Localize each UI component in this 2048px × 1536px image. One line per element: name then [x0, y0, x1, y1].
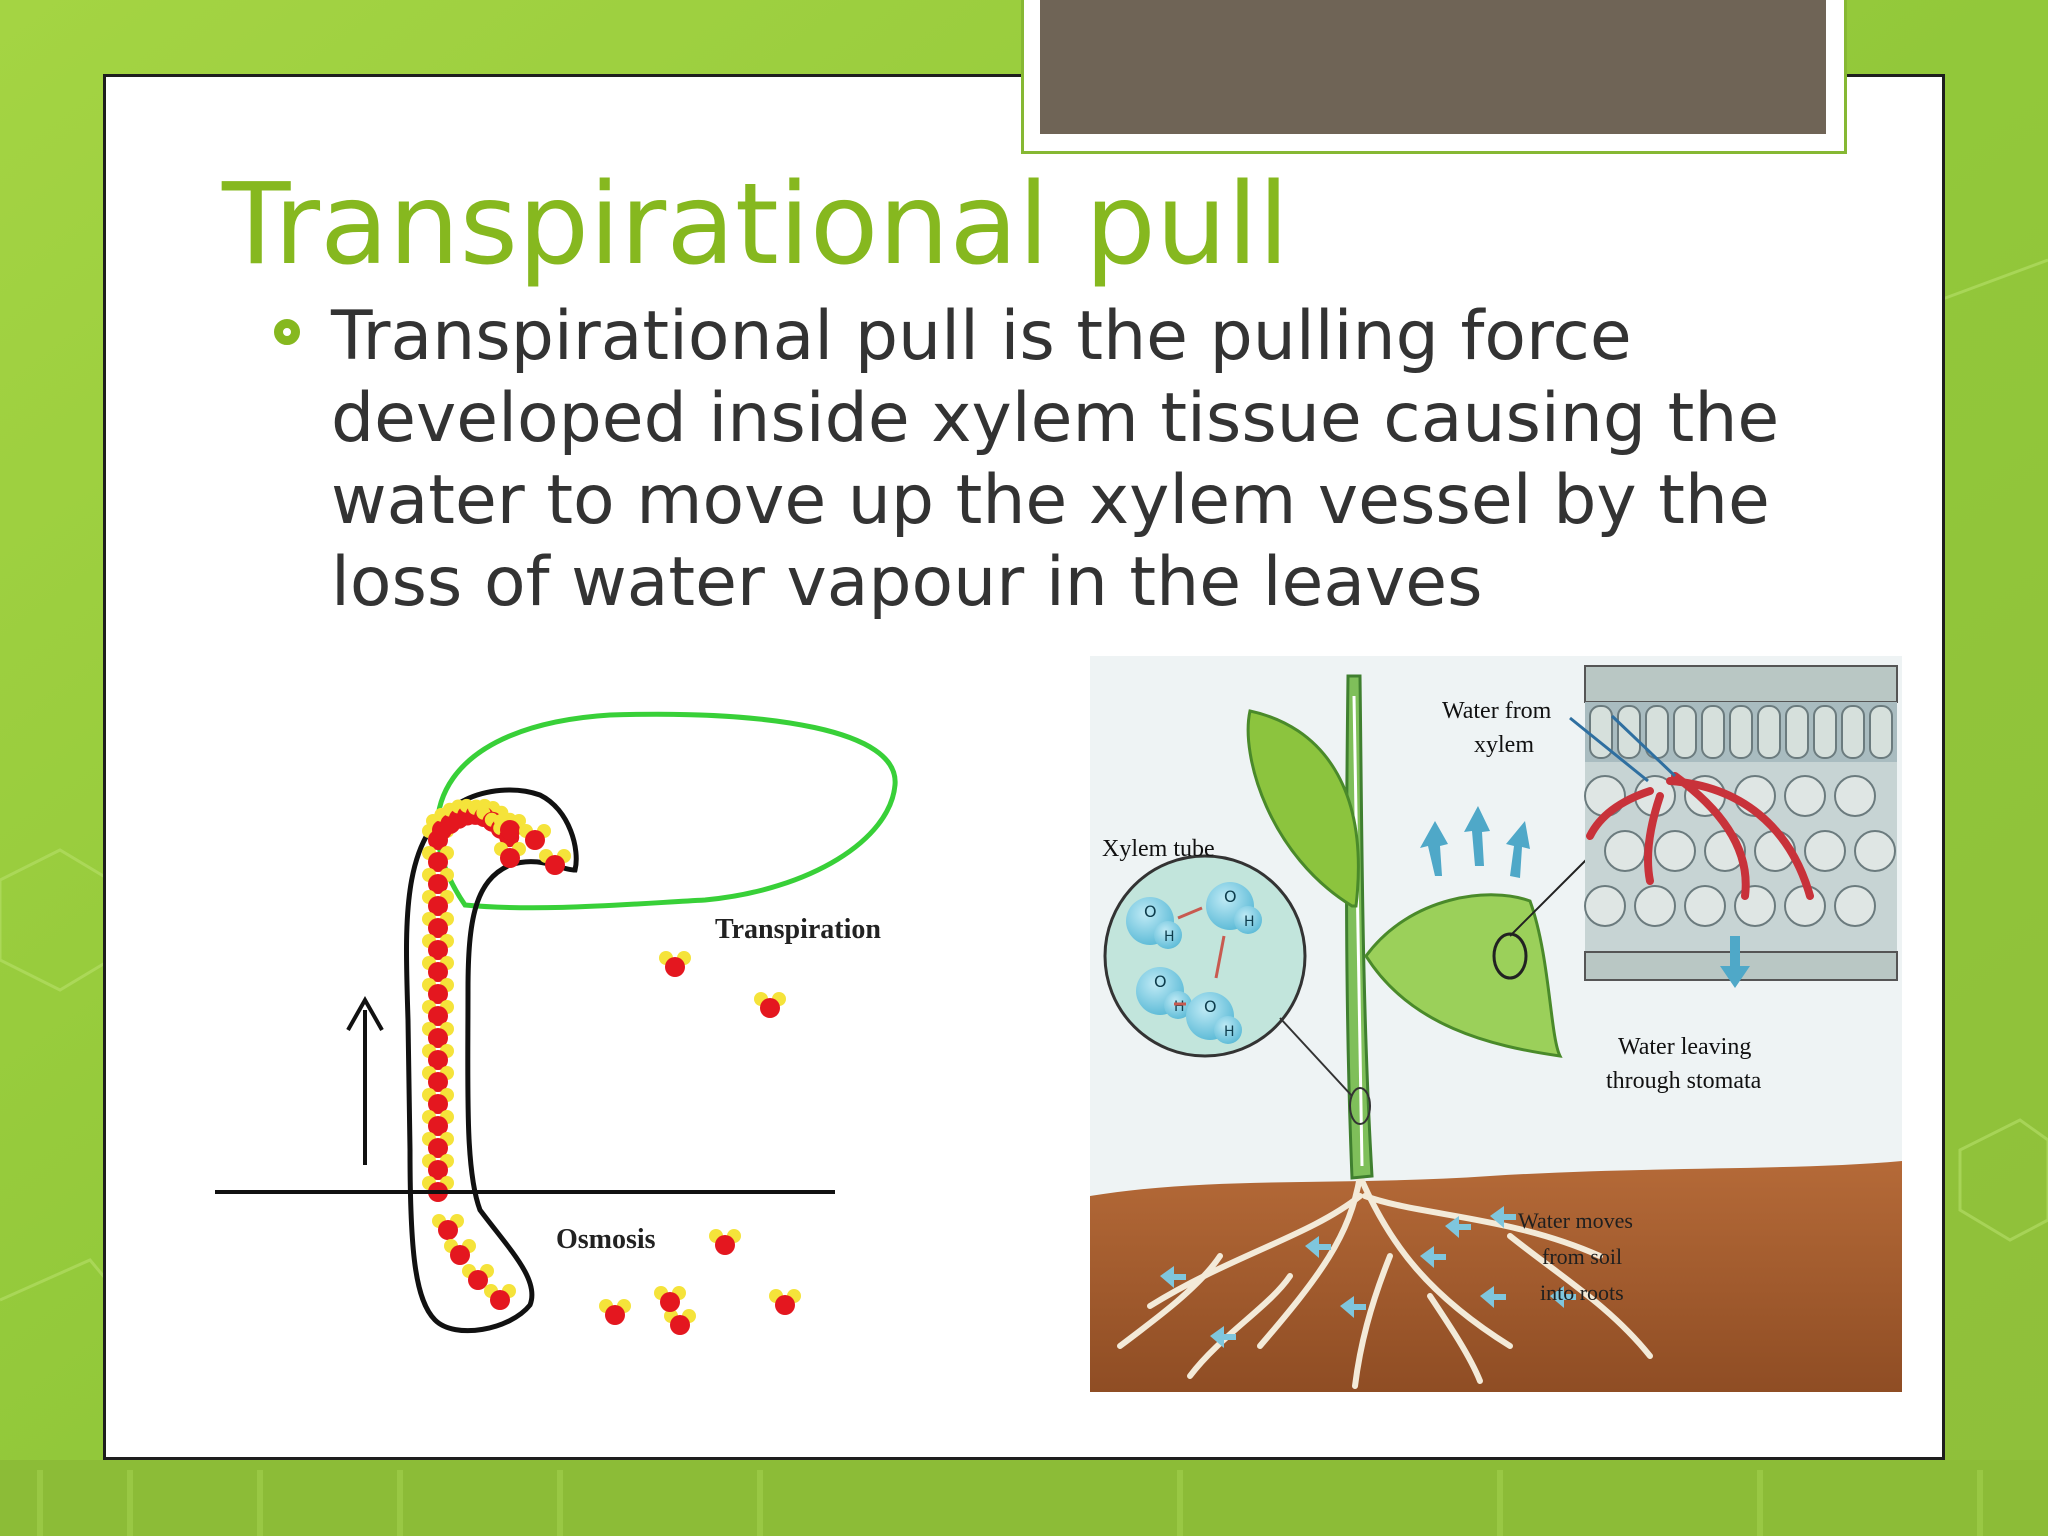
label-water-leaving: Water leaving [1618, 1034, 1751, 1060]
svg-text:Water leaving through stom: Water leaving through stomata [1606, 1034, 1762, 1094]
label-xylem: xylem [1474, 732, 1534, 758]
water-molecule [428, 940, 448, 960]
spongy-cell [1684, 885, 1726, 927]
tube-water-molecules [422, 798, 571, 1310]
water-molecule [438, 1220, 458, 1240]
atom-label-h: H [1174, 999, 1185, 1015]
label-water-moves: Water moves [1518, 1208, 1633, 1233]
upper-leaf [1246, 709, 1360, 908]
title-tab [1040, 0, 1826, 134]
atom-label-o: O [1154, 972, 1167, 991]
atom-label-h: H [1224, 1024, 1235, 1040]
free-water-molecules [599, 951, 801, 1335]
palisade-cell [1701, 705, 1725, 759]
atom-label-o: O [1204, 997, 1217, 1016]
water-molecule [428, 1094, 448, 1114]
palisade-cell [1729, 705, 1753, 759]
atom-label-h: H [1164, 929, 1175, 945]
spongy-cell [1734, 885, 1776, 927]
water-molecule [760, 998, 780, 1018]
soil [1090, 1161, 1902, 1392]
hydrogen-bond-arrow [1214, 935, 1226, 979]
water-column-diagram: Transpiration Osmosis [210, 690, 910, 1350]
label-xylem-tube: Xylem tube [1102, 836, 1215, 862]
water-molecule [428, 896, 448, 916]
label-water-from: Water from [1442, 698, 1552, 724]
leaf-outline [434, 711, 898, 911]
water-molecule [428, 1050, 448, 1070]
arrow-up-icon [346, 995, 384, 1031]
spongy-cell [1784, 775, 1826, 817]
roots [1117, 1173, 1653, 1389]
hydrogen-bond-arrow [1177, 906, 1203, 920]
water-molecule [428, 984, 448, 1004]
leaf-detail-circle [1492, 932, 1528, 980]
water-vapour-arrows [1420, 806, 1530, 878]
water-molecule [500, 848, 520, 868]
hydrogen-atom [1154, 921, 1182, 949]
water-molecule [525, 830, 545, 850]
water-molecule [490, 1290, 510, 1310]
water-molecule [428, 852, 448, 872]
label-osmosis: Osmosis [556, 1224, 656, 1255]
atom-label-o: O [1144, 902, 1157, 921]
water-molecule [428, 918, 448, 938]
label-from-soil: from soil [1542, 1244, 1622, 1269]
spongy-cell [1804, 830, 1846, 872]
leaf-cross-section [1569, 665, 1898, 988]
soil-water-arrows [1160, 1206, 1576, 1348]
water-molecule [468, 1270, 488, 1290]
water-molecule [775, 1295, 795, 1315]
water-molecule [500, 820, 520, 840]
atom-label-h: H [1244, 914, 1255, 930]
palisade-cell [1785, 705, 1809, 759]
palisade-cell [1869, 705, 1893, 759]
palisade-cell [1813, 705, 1837, 759]
arrow-down-icon [1720, 936, 1750, 988]
label-into-roots: into roots [1540, 1280, 1624, 1305]
water-molecule [428, 1072, 448, 1092]
water-molecule [670, 1315, 690, 1335]
water-molecule [428, 874, 448, 894]
spongy-cell [1854, 830, 1896, 872]
xylem-tube-outline [403, 787, 579, 1334]
spongy-cell [1654, 830, 1696, 872]
water-molecule [428, 1160, 448, 1180]
hydrogen-atom [1214, 1016, 1242, 1044]
palisade-cell [1841, 705, 1865, 759]
water-molecule [450, 1245, 470, 1265]
water-molecule [665, 957, 685, 977]
water-molecule [715, 1235, 735, 1255]
palisade-cell [1589, 705, 1613, 759]
water-molecule [428, 1116, 448, 1136]
water-molecule [428, 1006, 448, 1026]
slide-title: Transpirational pull [222, 160, 1290, 290]
spongy-cell [1584, 885, 1626, 927]
bullet-text: Transpirational pull is the pulling forc… [331, 297, 1780, 622]
palisade-cell [1673, 705, 1697, 759]
svg-text:Water moves from soil: Water moves from soil into roots [1518, 1208, 1638, 1305]
water-molecule [428, 1028, 448, 1048]
spongy-cell [1834, 885, 1876, 927]
label-transpiration: Transpiration [715, 914, 881, 945]
water-molecule [605, 1305, 625, 1325]
water-molecule [660, 1292, 680, 1312]
label-through-stomata: through stomata [1606, 1068, 1762, 1094]
water-molecule [428, 962, 448, 982]
atom-label-o: O [1224, 887, 1237, 906]
water-molecule [545, 855, 565, 875]
svg-text:Water from xylem: Water from xylem [1442, 698, 1557, 758]
palisade-cell [1757, 705, 1781, 759]
water-molecule [428, 1138, 448, 1158]
spongy-cell [1634, 885, 1676, 927]
spongy-cell [1604, 830, 1646, 872]
hydrogen-atom [1234, 906, 1262, 934]
spongy-cell [1834, 775, 1876, 817]
bullet-ring-icon [274, 319, 300, 345]
